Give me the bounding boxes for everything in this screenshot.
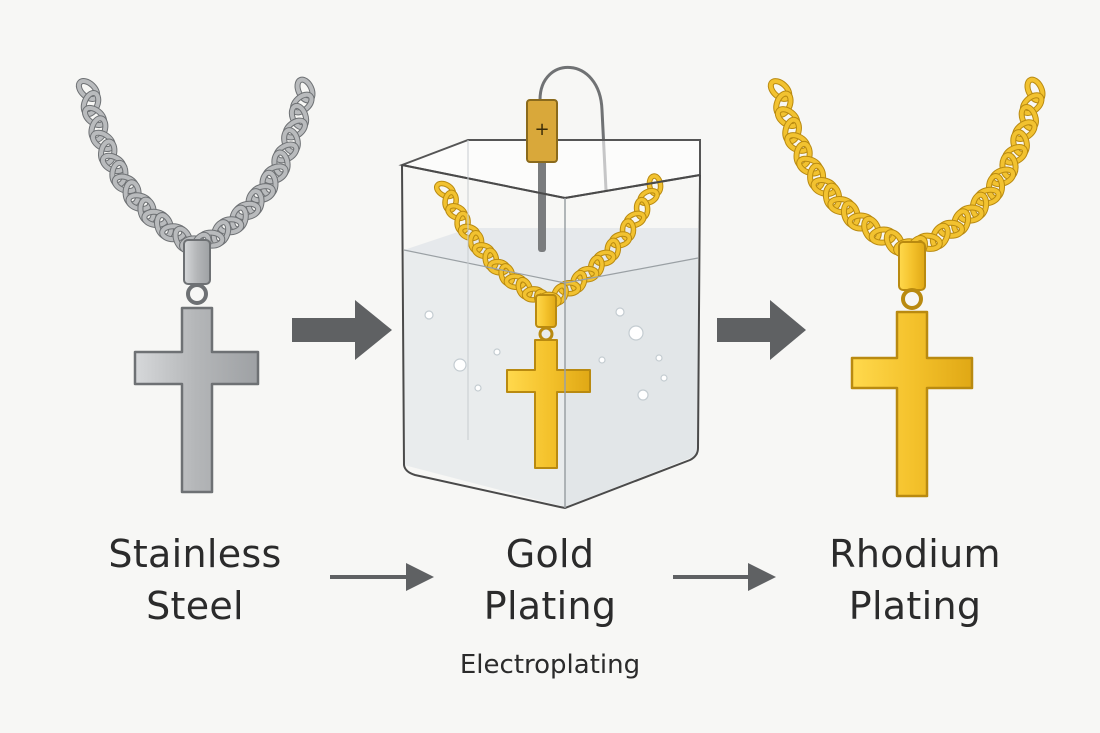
gold-cross	[850, 310, 974, 498]
arrow-right-icon	[673, 563, 776, 591]
steel-jump-ring	[186, 283, 208, 305]
arrow-right-icon	[330, 563, 434, 591]
stage-label-stainless-steel: Stainless Steel	[90, 528, 300, 632]
stage-label-line: Plating	[483, 584, 617, 628]
stage-label-rhodium-plating: Rhodium Plating	[800, 528, 1030, 632]
steel-necklace-icon	[75, 76, 316, 494]
plating-tank-icon: +	[398, 65, 701, 510]
bubbles	[424, 307, 668, 401]
stage-label-line: Steel	[146, 584, 244, 628]
electrode-plus-symbol: +	[534, 119, 549, 140]
tank-bail	[535, 294, 557, 328]
gold-chain-left	[767, 78, 921, 258]
stage-label-line: Plating	[848, 584, 982, 628]
electrode-wire	[538, 65, 608, 191]
gold-chain-right	[906, 76, 1046, 261]
gold-bail	[898, 241, 926, 291]
stage-label-line: Stainless	[108, 532, 282, 576]
stage-caption-electroplating: Electroplating	[459, 650, 641, 680]
steel-chain-left	[75, 78, 207, 255]
gold-necklace-icon	[767, 76, 1046, 498]
arrow-right-icon	[717, 300, 806, 360]
arrow-right-icon	[292, 300, 392, 360]
stage-label-line: Gold	[505, 532, 595, 576]
electrode-head	[526, 99, 558, 163]
stage-label-line: Rhodium	[829, 532, 1001, 576]
steel-chain-right	[190, 76, 316, 259]
steel-cross	[133, 306, 260, 494]
electrode-rod	[538, 160, 546, 252]
steel-bail	[183, 239, 211, 285]
tank-gold-cross	[506, 339, 591, 469]
stage-label-gold-plating: Gold Plating	[440, 528, 660, 632]
